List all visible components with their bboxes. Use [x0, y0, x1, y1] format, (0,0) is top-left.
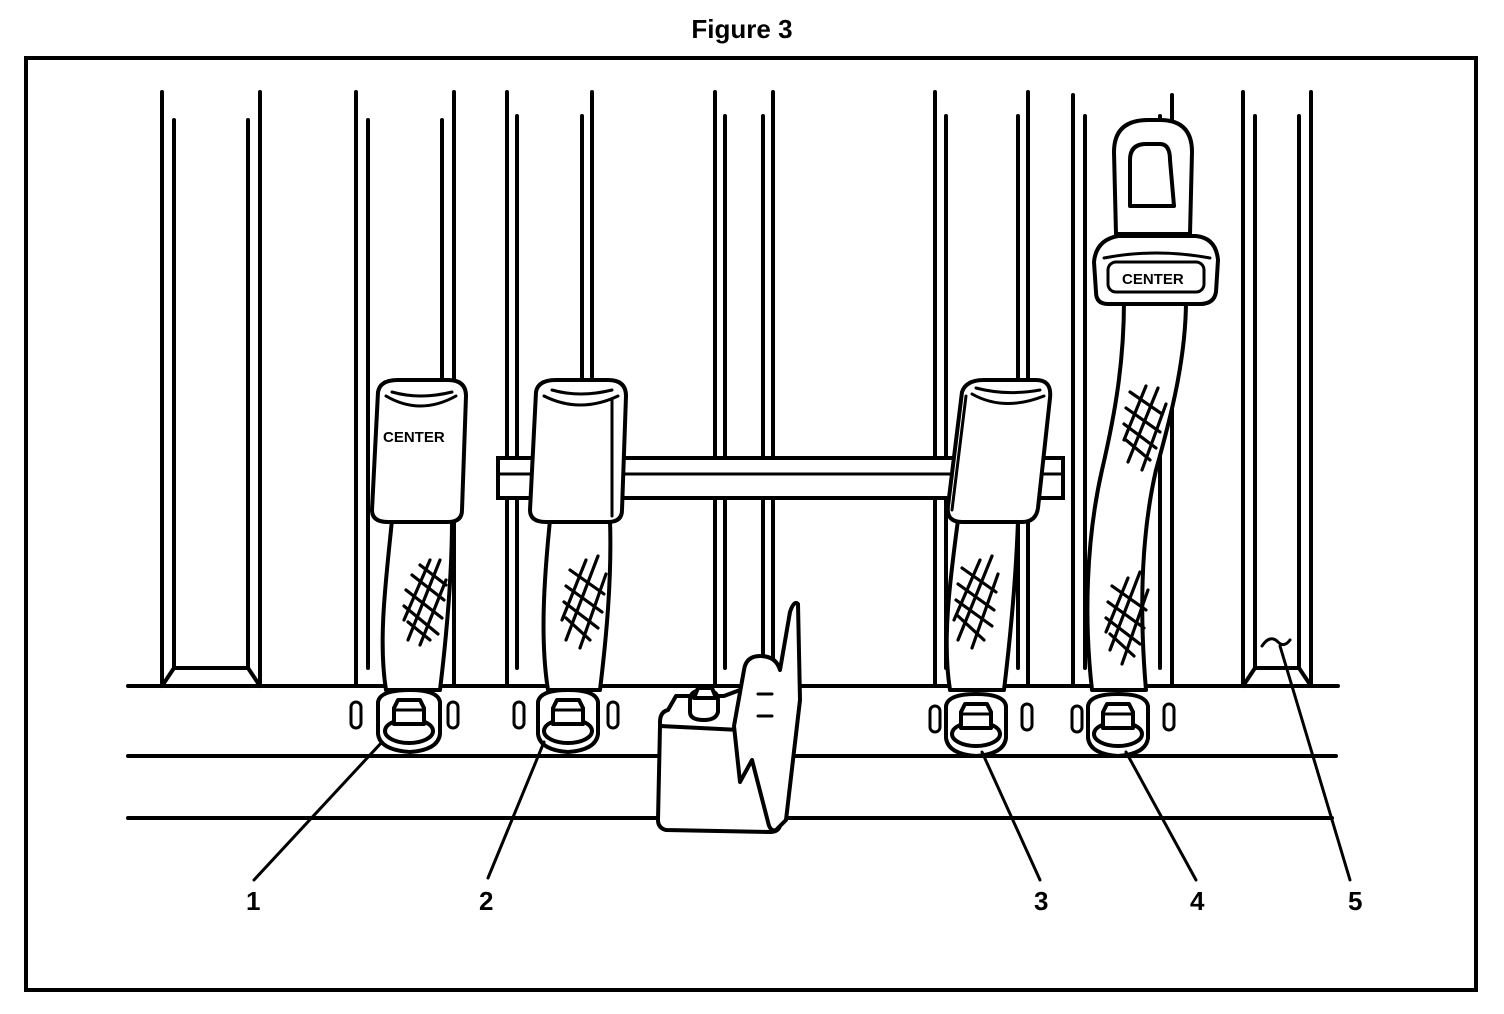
latch-plate-cover	[1092, 234, 1220, 306]
latch-tongue-slot	[1128, 142, 1176, 208]
latch-plate-assembly: CENTER	[1085, 118, 1220, 692]
leader-2	[486, 740, 546, 880]
webbing-hatch	[560, 554, 608, 650]
callout-4: 4	[1190, 886, 1205, 916]
leader-1	[252, 740, 384, 882]
panel-groove	[160, 90, 262, 688]
buckle-3	[944, 378, 1053, 692]
figure-title: Figure 3	[691, 14, 793, 44]
latch-plate-label: CENTER	[1122, 271, 1184, 288]
buckle-3-anchor-bolt	[928, 692, 1034, 758]
callout-leaders	[252, 644, 1352, 882]
buckle-1-label: CENTER	[383, 429, 445, 446]
leader-4	[1124, 750, 1198, 882]
panel-groove	[713, 90, 775, 688]
buckle-1-housing	[370, 378, 468, 524]
buckle-3-strap	[944, 518, 1020, 692]
buckle-1: CENTER	[370, 378, 468, 692]
buckle-2-housing	[528, 378, 628, 524]
callout-1: 1	[246, 886, 260, 916]
webbing-hatch	[952, 554, 1000, 650]
center-bracket	[656, 601, 802, 834]
figure-frame	[24, 56, 1478, 992]
latch-strap	[1085, 298, 1188, 692]
webbing-hatch	[402, 558, 448, 647]
panel-groove	[1241, 90, 1313, 688]
buckle-1-strap	[380, 518, 454, 692]
anchor-bolts	[349, 688, 1176, 758]
leader-5	[1278, 644, 1352, 882]
buckle-2	[528, 378, 628, 692]
leader-3	[980, 750, 1042, 882]
callout-2: 2	[479, 886, 493, 916]
callout-3: 3	[1034, 886, 1048, 916]
buckle-1-anchor-bolt	[349, 688, 460, 754]
callout-5: 5	[1348, 886, 1362, 916]
latch-plate-anchor-bolt	[1070, 692, 1176, 758]
buckle-2-strap	[541, 518, 613, 692]
webbing-hatch	[1104, 384, 1168, 666]
buckle-3-housing	[945, 378, 1053, 524]
buckle-2-anchor-bolt	[512, 688, 620, 754]
